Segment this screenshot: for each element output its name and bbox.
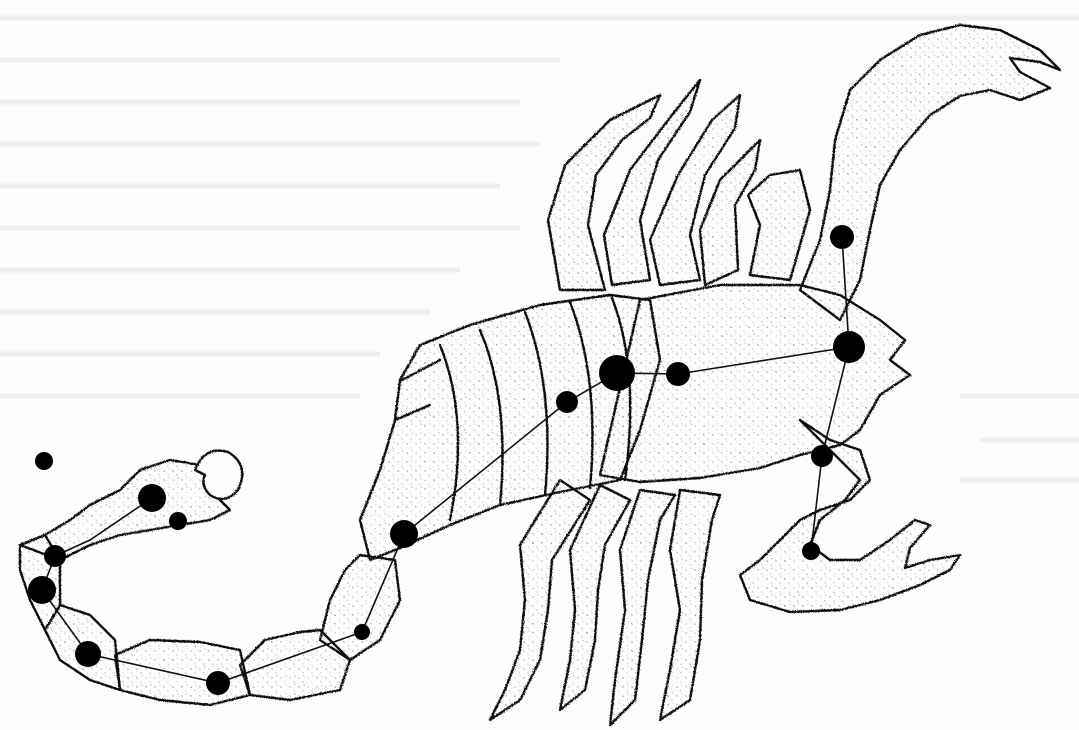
star-tail-1 bbox=[354, 624, 370, 640]
star-body-2 bbox=[666, 362, 690, 386]
tail bbox=[20, 450, 400, 705]
lower-legs bbox=[490, 480, 720, 725]
star-tail-4 bbox=[28, 576, 56, 604]
star-body-3 bbox=[556, 391, 578, 413]
star-tail-5 bbox=[44, 545, 66, 567]
star-tail-2 bbox=[206, 671, 230, 695]
star-abdomen bbox=[390, 520, 418, 548]
star-stinger-1 bbox=[138, 484, 166, 512]
star-upper-claw bbox=[830, 225, 854, 249]
star-tail-3 bbox=[75, 641, 101, 667]
star-lower-claw-1 bbox=[811, 445, 833, 467]
upper-pincer bbox=[748, 25, 1060, 320]
star-antares bbox=[599, 355, 635, 391]
star-head bbox=[833, 331, 865, 363]
star-stinger-2 bbox=[169, 512, 187, 530]
star-lower-claw-2 bbox=[802, 542, 820, 560]
star-isolated bbox=[35, 452, 53, 470]
upper-legs bbox=[548, 80, 760, 290]
